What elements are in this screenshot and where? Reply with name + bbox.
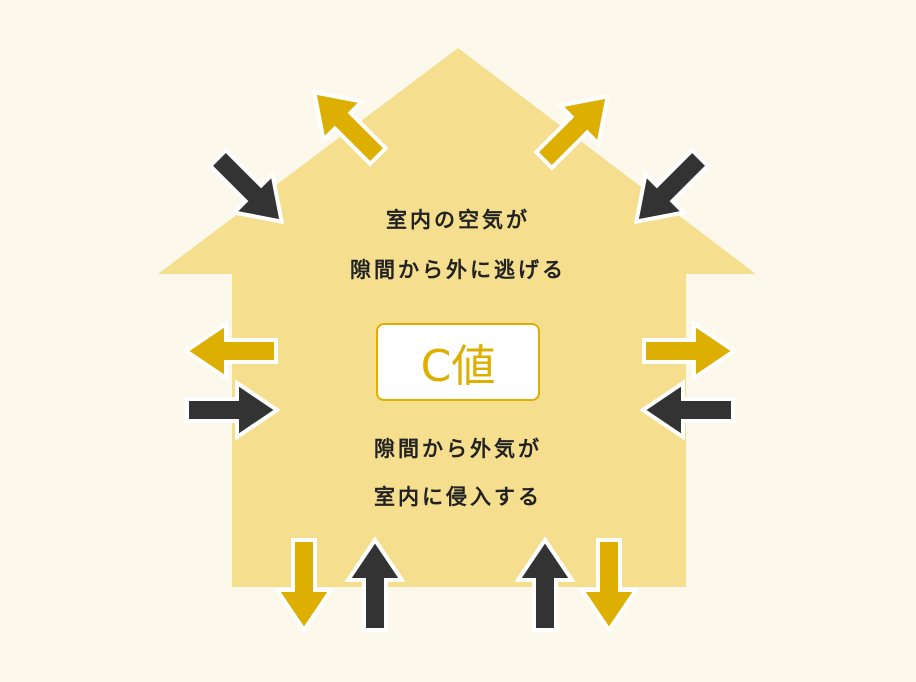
inflow-text-line2: 室内に侵入する [374,485,542,509]
c-value-label-box: C値 [376,323,540,401]
outflow-text-line1: 室内の空気が [386,208,530,232]
c-value-label: C値 [420,341,496,392]
outflow-text-line2: 隙間から外に逃げる [350,258,566,282]
house-shape [158,48,756,587]
inflow-text-line1: 隙間から外気が [374,437,542,461]
